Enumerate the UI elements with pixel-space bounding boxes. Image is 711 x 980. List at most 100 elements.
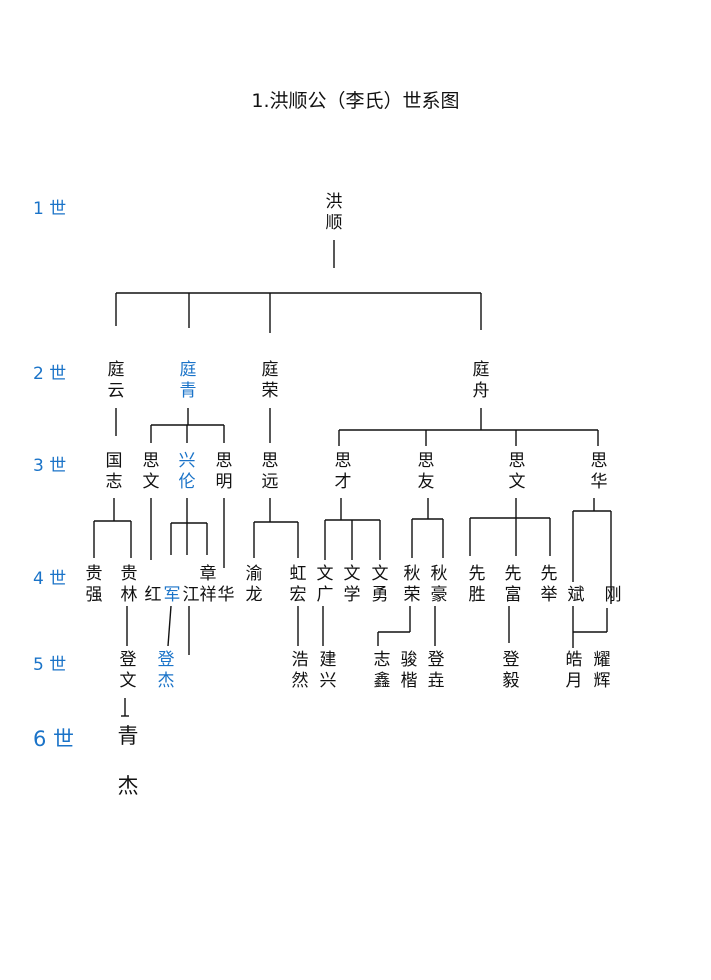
member-兴伦: 兴伦 bbox=[172, 451, 202, 493]
member-char: 富 bbox=[504, 585, 522, 605]
member-char: 志 bbox=[373, 650, 391, 670]
member-char: 华 bbox=[590, 472, 608, 492]
member-char: 文 bbox=[316, 564, 334, 584]
member-char: 强 bbox=[85, 585, 103, 605]
member-char: 浩 bbox=[291, 650, 309, 670]
member-char: 皓 bbox=[565, 650, 583, 670]
member-char: 先 bbox=[504, 564, 522, 584]
member-思华: 思华 bbox=[584, 451, 614, 493]
member-char: 先 bbox=[468, 564, 486, 584]
member-char: 兴 bbox=[319, 671, 337, 691]
member-志鑫: 志鑫 bbox=[367, 650, 397, 692]
member-char: 章 bbox=[199, 564, 217, 584]
member-斌: 斌 bbox=[561, 585, 591, 606]
connector-line bbox=[167, 605, 172, 647]
member-char: 登 bbox=[427, 650, 445, 670]
member-char: 骏 bbox=[400, 650, 418, 670]
member-青杰: 青杰 bbox=[113, 711, 143, 811]
member-char: 思 bbox=[215, 451, 233, 471]
member-char: 渝 bbox=[245, 564, 263, 584]
member-贵林: 贵林 bbox=[114, 564, 144, 606]
member-耀辉: 耀辉 bbox=[587, 650, 617, 692]
member-char: 贵 bbox=[85, 564, 103, 584]
member-char: 贵 bbox=[120, 564, 138, 584]
member-char: 志 bbox=[105, 472, 123, 492]
generation-label-3: 3 世 bbox=[33, 456, 67, 476]
member-char: 思 bbox=[417, 451, 435, 471]
member-登毅: 登毅 bbox=[496, 650, 526, 692]
member-char: 胜 bbox=[468, 585, 486, 605]
member-char: 思 bbox=[590, 451, 608, 471]
member-思才: 思才 bbox=[328, 451, 358, 493]
member-文勇: 文勇 bbox=[365, 564, 395, 606]
member-char: 虹 bbox=[289, 564, 307, 584]
member-char: 然 bbox=[291, 671, 309, 691]
member-char: 青 bbox=[179, 381, 197, 401]
member-登文: 登文 bbox=[113, 650, 143, 692]
member-char: 刚 bbox=[604, 585, 622, 605]
member-char: 斌 bbox=[567, 585, 585, 605]
member-char: 庭 bbox=[179, 360, 197, 380]
member-char: 文 bbox=[371, 564, 389, 584]
member-char: 友 bbox=[417, 472, 435, 492]
member-char: 秋 bbox=[403, 564, 421, 584]
member-庭云: 庭云 bbox=[101, 360, 131, 402]
member-军: 军 bbox=[157, 585, 187, 606]
member-char: 广 bbox=[316, 585, 334, 605]
member-char: 远 bbox=[261, 472, 279, 492]
member-虹宏: 虹宏 bbox=[283, 564, 313, 606]
member-char: 杰 bbox=[157, 671, 175, 691]
member-char: 庭 bbox=[107, 360, 125, 380]
member-建兴: 建兴 bbox=[313, 650, 343, 692]
member-char: 林 bbox=[120, 585, 138, 605]
member-char: 文 bbox=[142, 472, 160, 492]
member-皓月: 皓月 bbox=[559, 650, 589, 692]
member-char: 思 bbox=[261, 451, 279, 471]
member-char: 登 bbox=[502, 650, 520, 670]
member-char: 伦 bbox=[178, 472, 196, 492]
member-华: 华 bbox=[211, 585, 241, 606]
member-char: 毅 bbox=[502, 671, 520, 691]
generation-label-4: 4 世 bbox=[33, 569, 67, 589]
member-思明: 思明 bbox=[209, 451, 239, 493]
member-char: 勇 bbox=[371, 585, 389, 605]
member-char: 辉 bbox=[593, 671, 611, 691]
page-title: 1.洪顺公（李氏）世系图 bbox=[251, 90, 460, 112]
member-先举: 先举 bbox=[534, 564, 564, 606]
member-char: 祥 bbox=[199, 585, 217, 605]
generation-label-2: 2 世 bbox=[33, 364, 67, 384]
member-char: 鑫 bbox=[373, 671, 391, 691]
member-char: 顺 bbox=[325, 213, 343, 233]
member-char: 文 bbox=[119, 671, 137, 691]
member-思友: 思友 bbox=[411, 451, 441, 493]
member-红: 红 bbox=[138, 585, 168, 606]
member-先富: 先富 bbox=[498, 564, 528, 606]
member-登杰: 登杰 bbox=[151, 650, 181, 692]
member-渝龙: 渝龙 bbox=[239, 564, 269, 606]
member-char: 洪 bbox=[325, 192, 343, 212]
member-江: 江 bbox=[176, 585, 206, 606]
member-char: 文 bbox=[508, 472, 526, 492]
member-char: 登 bbox=[157, 650, 175, 670]
member-char: 思 bbox=[334, 451, 352, 471]
member-char: 思 bbox=[142, 451, 160, 471]
member-思远: 思远 bbox=[255, 451, 285, 493]
member-char: 青 bbox=[117, 724, 139, 748]
member-char: 荣 bbox=[403, 585, 421, 605]
member-char: 先 bbox=[540, 564, 558, 584]
member-秋荣: 秋荣 bbox=[397, 564, 427, 606]
member-char: 军 bbox=[163, 585, 181, 605]
member-思文: 思文 bbox=[136, 451, 166, 493]
member-骏楷: 骏楷 bbox=[394, 650, 424, 692]
member-char: 杰 bbox=[117, 774, 139, 798]
member-char: 登 bbox=[119, 650, 137, 670]
generation-label-1: 1 世 bbox=[33, 199, 67, 219]
member-char: 月 bbox=[565, 671, 583, 691]
member-char: 宏 bbox=[289, 585, 307, 605]
member-char: 舟 bbox=[472, 381, 490, 401]
member-char: 庭 bbox=[472, 360, 490, 380]
member-char: 才 bbox=[334, 472, 352, 492]
member-char: 红 bbox=[144, 585, 162, 605]
